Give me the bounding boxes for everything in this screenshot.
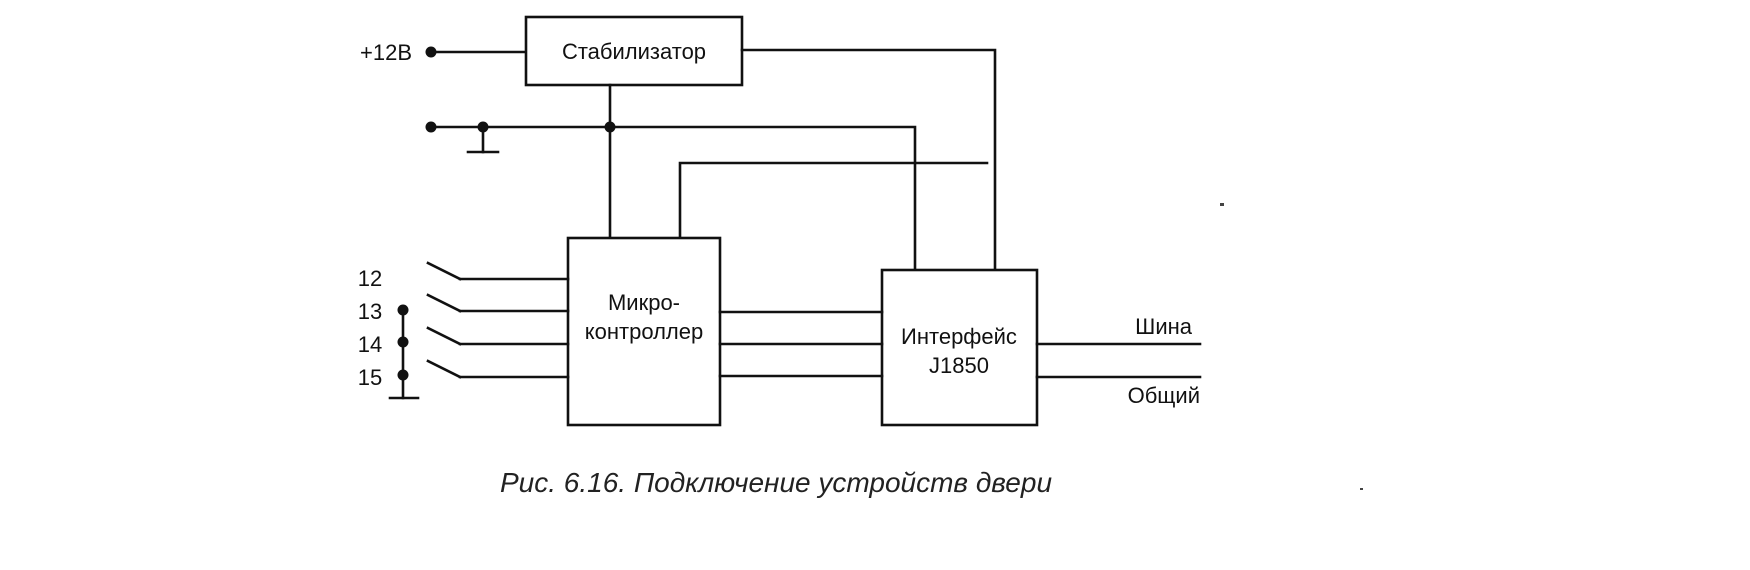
microcontroller-box — [566, 236, 722, 427]
microcontroller-block: Микро- контроллер — [566, 236, 722, 427]
interface-label-line2: J1850 — [929, 353, 989, 378]
door-switch — [397, 326, 570, 348]
bus-label: Шина — [1135, 314, 1193, 339]
scan-speck — [1220, 203, 1224, 206]
supply-input: +12В — [360, 40, 528, 65]
mcu-signal-wire — [678, 161, 989, 240]
switch-blade — [426, 326, 462, 346]
input-label-15: 15 — [358, 365, 382, 390]
switch-blade — [426, 359, 462, 379]
input-label-12: 12 — [358, 266, 382, 291]
stabilizer-label: Стабилизатор — [562, 39, 706, 64]
door-switch — [397, 359, 570, 381]
bus-outputs: Шина Общий — [1035, 314, 1202, 408]
switch-junction — [397, 304, 409, 316]
figure-caption: Рис. 6.16. Подключение устройств двери — [500, 467, 1052, 498]
switch-blade — [426, 293, 462, 313]
ground-rail — [425, 83, 917, 272]
switch-junction — [397, 336, 409, 348]
door-switch — [426, 261, 570, 281]
microcontroller-label-line2: контроллер — [585, 319, 703, 344]
interface-box — [880, 268, 1039, 427]
interface-label-line1: Интерфейс — [901, 324, 1017, 349]
stabilizer-to-interface-wire — [740, 48, 997, 272]
microcontroller-label-line1: Микро- — [608, 290, 680, 315]
door-switch — [397, 293, 570, 316]
common-label: Общий — [1128, 383, 1200, 408]
mcu-interface-links — [718, 310, 884, 378]
stabilizer-block: Стабилизатор — [524, 15, 744, 87]
input-label-14: 14 — [358, 332, 382, 357]
switch-junction — [397, 369, 409, 381]
scan-speck — [1360, 488, 1363, 490]
input-label-13: 13 — [358, 299, 382, 324]
switch-blade — [426, 261, 462, 281]
supply-voltage-label: +12В — [360, 40, 412, 65]
interface-block: Интерфейс J1850 — [880, 268, 1039, 427]
switch-inputs: 12 13 14 15 — [358, 261, 570, 400]
ground-rail-wire — [429, 125, 917, 272]
